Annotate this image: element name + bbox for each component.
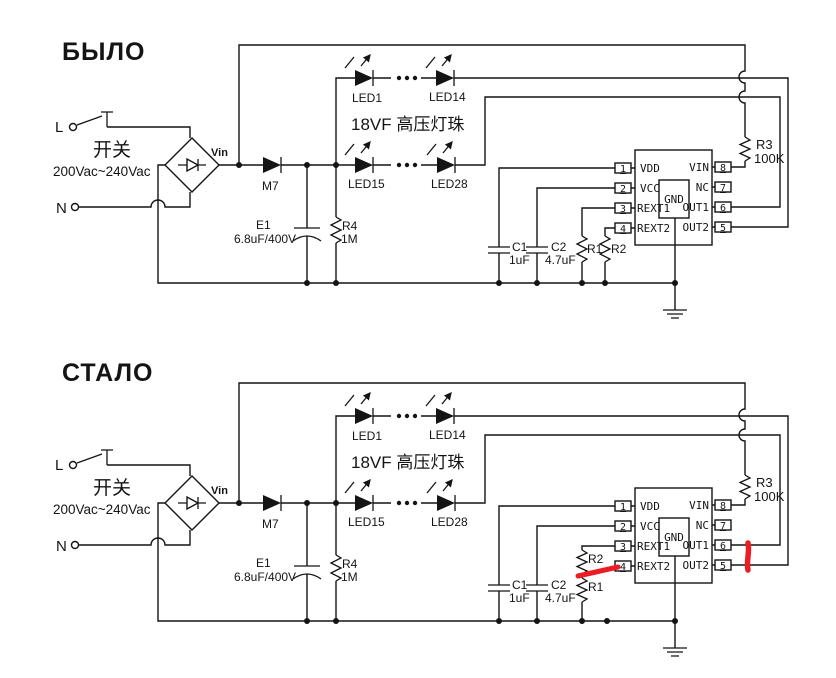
junction-dot — [579, 280, 585, 286]
junction-dot — [602, 280, 608, 286]
title-was: БЫЛО — [62, 38, 145, 66]
red-out1-out2-short-mark — [744, 540, 752, 573]
rext-wires — [581, 207, 615, 283]
title-became: СТАЛО — [62, 359, 153, 387]
rext-network-modified: R2 R1 — [575, 540, 752, 624]
res-r1-label: R1 — [587, 242, 603, 256]
circuit-was — [53, 45, 788, 318]
res-r1-symbol — [575, 577, 589, 603]
junction-dot — [579, 618, 585, 624]
red-rext2-jumper-mark — [575, 564, 621, 579]
rext-network-original: R1 R2 — [575, 207, 627, 286]
res-r2-symbol — [598, 235, 612, 263]
res-r2-label: R2 — [611, 242, 627, 256]
circuit-became — [53, 383, 788, 656]
res-r1-label: R1 — [588, 580, 604, 594]
res-r1-symbol — [575, 235, 589, 263]
res-r2-symbol — [575, 549, 589, 575]
res-r2-label: R2 — [588, 552, 604, 566]
junction-dot — [604, 618, 610, 624]
